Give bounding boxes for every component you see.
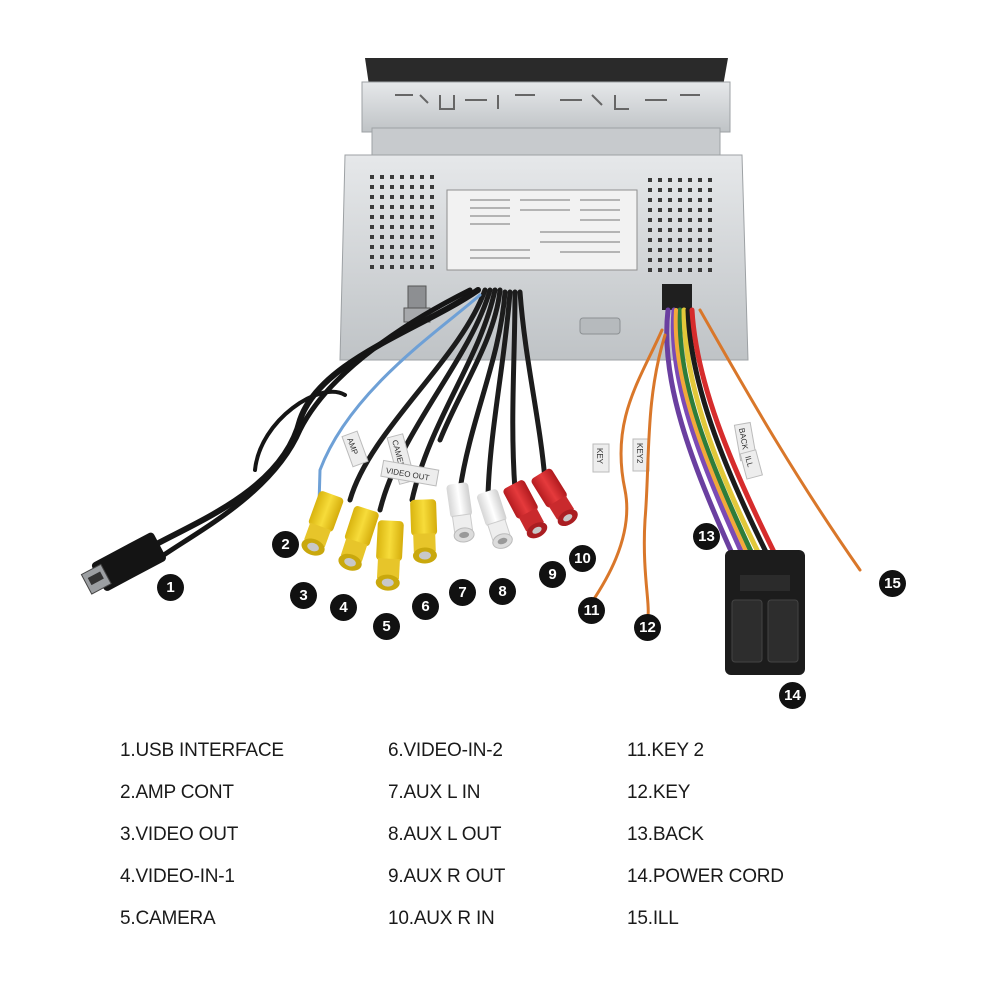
wiring-diagram: AMP CAMERA VIDEO OUT KEY KEY2 BACK ILL bbox=[80, 58, 862, 675]
legend-item-8: 8.AUX L OUT bbox=[388, 824, 502, 845]
rca-aux-r-in bbox=[531, 468, 578, 527]
marker-7: 7 bbox=[449, 579, 476, 606]
marker-12: 12 bbox=[634, 614, 661, 641]
marker-4: 4 bbox=[330, 594, 357, 621]
cable-tags: AMP CAMERA VIDEO OUT KEY KEY2 BACK ILL bbox=[341, 421, 763, 487]
legend-item-6: 6.VIDEO-IN-2 bbox=[388, 740, 503, 761]
marker-1: 1 bbox=[157, 574, 184, 601]
marker-9: 9 bbox=[539, 561, 566, 588]
tag-key2: KEY2 bbox=[635, 443, 644, 464]
legend-item-14: 14.POWER CORD bbox=[627, 866, 784, 887]
marker-5: 5 bbox=[373, 613, 400, 640]
power-harness bbox=[588, 284, 862, 617]
iso-power-connector bbox=[725, 550, 805, 675]
marker-15: 15 bbox=[879, 570, 906, 597]
legend-item-12: 12.KEY bbox=[627, 782, 691, 803]
legend-item-7: 7.AUX L IN bbox=[388, 782, 481, 803]
rca-aux-l-out bbox=[477, 489, 513, 549]
rca-camera bbox=[375, 520, 404, 591]
marker-6: 6 bbox=[412, 593, 439, 620]
rca-connectors bbox=[301, 468, 578, 591]
marker-10: 10 bbox=[569, 545, 596, 572]
legend-item-10: 10.AUX R IN bbox=[388, 908, 495, 929]
rca-video-in-1 bbox=[338, 506, 379, 571]
legend: 1.USB INTERFACE 2.AMP CONT 3.VIDEO OUT 4… bbox=[0, 735, 1001, 955]
tag-ill: ILL bbox=[743, 455, 755, 469]
rca-video-in-2 bbox=[410, 499, 438, 564]
tag-key: KEY bbox=[595, 448, 604, 465]
legend-item-3: 3.VIDEO OUT bbox=[120, 824, 239, 845]
legend-item-11: 11.KEY 2 bbox=[627, 740, 704, 761]
marker-14: 14 bbox=[779, 682, 806, 709]
marker-11: 11 bbox=[578, 597, 605, 624]
marker-2: 2 bbox=[272, 531, 299, 558]
marker-13: 13 bbox=[693, 523, 720, 550]
legend-item-9: 9.AUX R OUT bbox=[388, 866, 506, 887]
marker-8: 8 bbox=[489, 578, 516, 605]
rca-cable-bundle bbox=[127, 287, 548, 568]
legend-item-4: 4.VIDEO-IN-1 bbox=[120, 866, 235, 887]
legend-item-5: 5.CAMERA bbox=[120, 908, 216, 929]
legend-item-2: 2.AMP CONT bbox=[120, 782, 234, 803]
rca-aux-l-in bbox=[446, 482, 475, 543]
rca-aux-r-out bbox=[503, 480, 548, 539]
marker-3: 3 bbox=[290, 582, 317, 609]
legend-item-15: 15.ILL bbox=[627, 908, 679, 929]
tag-back: BACK bbox=[737, 427, 750, 451]
usb-plug bbox=[80, 532, 166, 595]
legend-item-1: 1.USB INTERFACE bbox=[120, 740, 284, 761]
legend-item-13: 13.BACK bbox=[627, 824, 704, 845]
rca-video-out bbox=[301, 491, 344, 556]
